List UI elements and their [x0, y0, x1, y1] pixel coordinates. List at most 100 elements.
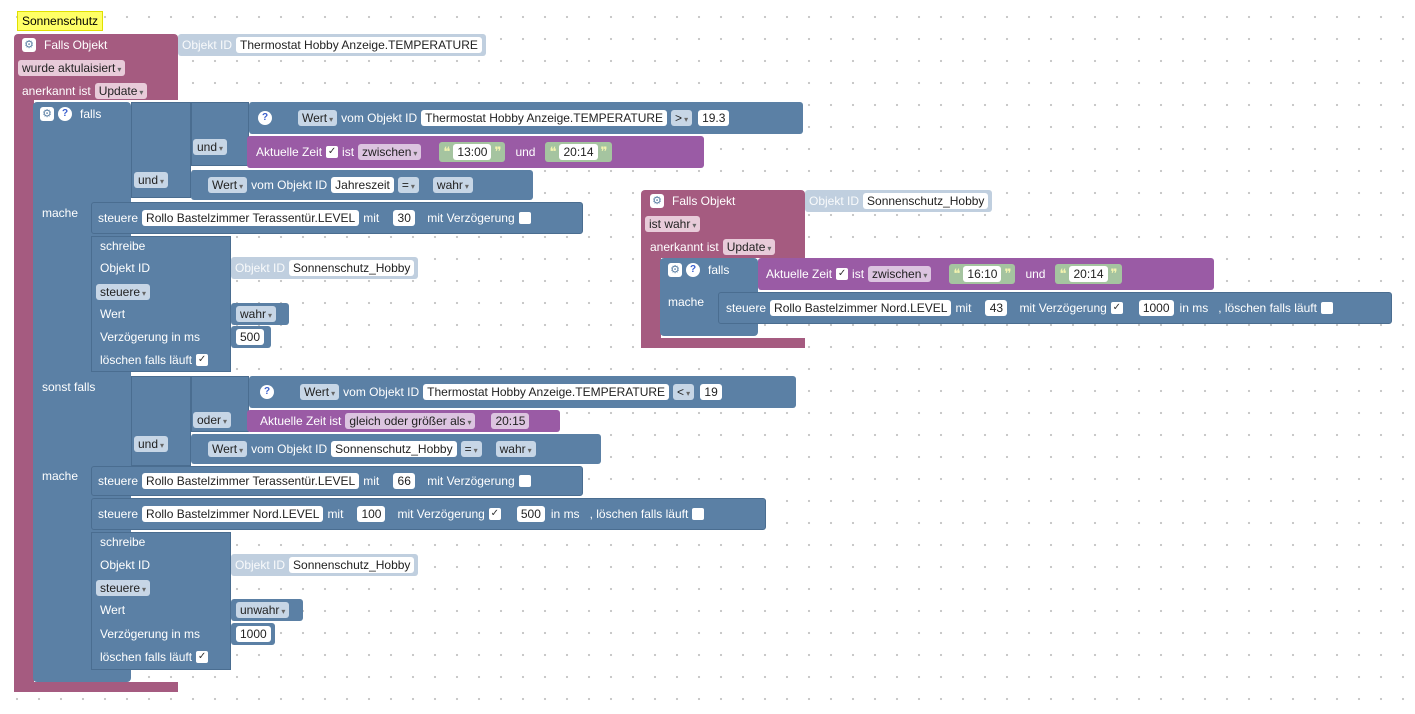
write1-row-delay: Verzögerung in ms: [100, 326, 200, 348]
event-header-row: ⚙ Falls Objekt: [22, 34, 107, 56]
string-block[interactable]: ❝20:14❞: [1055, 264, 1122, 284]
delay-value[interactable]: 1000: [236, 626, 271, 642]
checkbox[interactable]: [518, 475, 531, 487]
number-block[interactable]: 19: [698, 382, 725, 402]
help-icon[interactable]: ?: [686, 263, 700, 277]
write1-row-schreibe: schreibe: [100, 235, 145, 257]
and-dropdown[interactable]: und▾: [134, 436, 169, 452]
object-field[interactable]: Rollo Bastelzimmer Terassentür.LEVEL: [142, 473, 360, 489]
object-field[interactable]: Thermostat Hobby Anzeige.TEMPERATURE: [423, 384, 670, 400]
checkbox[interactable]: ✓: [488, 508, 501, 520]
ctl4-row: steuere Rollo Bastelzimmer Nord.LEVEL mi…: [726, 297, 1333, 319]
number-block[interactable]: 30: [391, 208, 418, 228]
vom-objekt-label: vom Objekt ID: [251, 178, 328, 192]
string-block[interactable]: ❝16:10❞: [949, 264, 1016, 284]
number-block[interactable]: 43: [983, 298, 1010, 318]
objid-label: Objekt ID: [809, 194, 860, 208]
help-icon[interactable]: ?: [260, 385, 274, 399]
checkbox[interactable]: [692, 508, 705, 520]
mode-dropdown[interactable]: steuere▾: [96, 580, 151, 596]
and-dropdown[interactable]: und▾: [193, 139, 228, 155]
trigger-row: wurde aktulaisiert▾: [18, 57, 126, 79]
bool-dropdown[interactable]: wahr▾: [432, 177, 473, 193]
and-dropdown[interactable]: und▾: [134, 172, 169, 188]
trigger-dropdown[interactable]: ist wahr▾: [645, 216, 701, 232]
checkbox[interactable]: [518, 212, 531, 224]
object-field[interactable]: Rollo Bastelzimmer Nord.LEVEL: [142, 506, 324, 522]
objid-block-main[interactable]: Objekt ID Thermostat Hobby Anzeige.TEMPE…: [178, 34, 486, 56]
object-field[interactable]: Rollo Bastelzimmer Nord.LEVEL: [770, 300, 952, 316]
time-mode-dropdown[interactable]: gleich oder größer als▾: [345, 413, 476, 429]
ack-dropdown[interactable]: Update▾: [722, 239, 776, 255]
object-field[interactable]: Sonnenschutz_Hobby: [331, 441, 457, 457]
time-value-field[interactable]: 20:15: [491, 413, 530, 429]
gear-icon[interactable]: ⚙: [22, 38, 36, 52]
objid-value[interactable]: Sonnenschutz_Hobby: [863, 193, 989, 209]
objid-value[interactable]: Sonnenschutz_Hobby: [289, 260, 415, 276]
event-block-second-spine: [641, 256, 661, 348]
time-mode-dropdown[interactable]: zwischen▾: [358, 144, 422, 160]
bool-dropdown[interactable]: unwahr▾: [236, 602, 290, 618]
checkbox[interactable]: ✓: [1110, 302, 1123, 314]
number-block[interactable]: 19.3: [696, 108, 732, 128]
delay-value[interactable]: 500: [236, 329, 265, 345]
ack-dropdown[interactable]: Update▾: [94, 83, 148, 99]
comment-bubble[interactable]: Sonnenschutz: [17, 11, 104, 31]
clear-label: , löschen falls läuft: [589, 507, 689, 521]
cond2-row: Wert▾ vom Objekt ID Jahreszeit =▾ wahr▾: [208, 174, 473, 196]
objid-block-second[interactable]: Objekt ID Sonnenschutz_Hobby: [805, 190, 993, 212]
time-label: Aktuelle Zeit: [766, 267, 833, 281]
operator-dropdown[interactable]: <▾: [673, 384, 695, 400]
wert-dropdown[interactable]: Wert▾: [298, 110, 338, 126]
or-dropdown[interactable]: oder▾: [193, 412, 232, 428]
event-block-main-foot: [14, 682, 178, 692]
time-mode-dropdown[interactable]: zwischen▾: [868, 266, 932, 282]
chevron-down-icon: ▾: [331, 389, 336, 398]
object-field[interactable]: Jahreszeit: [331, 177, 394, 193]
objid-value[interactable]: Sonnenschutz_Hobby: [289, 557, 415, 573]
trigger-dropdown[interactable]: wurde aktulaisiert▾: [18, 60, 126, 76]
gear-icon[interactable]: ⚙: [668, 263, 682, 277]
checkbox[interactable]: ✓: [326, 146, 339, 158]
string-block[interactable]: ❝13:00❞: [439, 142, 506, 162]
object-field[interactable]: Rollo Bastelzimmer Terassentür.LEVEL: [142, 210, 360, 226]
operator-dropdown[interactable]: =▾: [460, 441, 482, 457]
chevron-down-icon: ▾: [223, 417, 228, 426]
write1-delay-value-row: 500: [236, 326, 265, 348]
help-icon[interactable]: ?: [58, 107, 72, 121]
checkbox[interactable]: [1320, 302, 1333, 314]
objid-label: Objekt ID: [235, 261, 286, 275]
write-block-2[interactable]: [91, 532, 231, 670]
logic-and-block-inner[interactable]: [191, 102, 249, 166]
objid-value[interactable]: Thermostat Hobby Anzeige.TEMPERATURE: [236, 37, 482, 53]
string-block[interactable]: ❝20:14❞: [545, 142, 612, 162]
wert-dropdown[interactable]: Wert▾: [208, 177, 248, 193]
object-field[interactable]: Thermostat Hobby Anzeige.TEMPERATURE: [421, 110, 668, 126]
chevron-down-icon: ▾: [239, 182, 244, 191]
operator-dropdown[interactable]: =▾: [397, 177, 419, 193]
time3-row: Aktuelle Zeit ✓ ist zwischen▾ ❝16:10❞ un…: [766, 263, 1122, 285]
objid-label: Objekt ID: [182, 38, 233, 52]
gear-icon[interactable]: ⚙: [650, 194, 664, 208]
number-block[interactable]: 100: [355, 504, 388, 524]
gear-icon[interactable]: ⚙: [40, 107, 54, 121]
number-block[interactable]: 500: [514, 504, 547, 524]
bool-dropdown[interactable]: wahr▾: [236, 306, 277, 322]
write-block-1[interactable]: [91, 236, 231, 372]
help-icon[interactable]: ?: [258, 111, 272, 125]
checkbox[interactable]: ✓: [836, 268, 849, 280]
write2-value-row: unwahr▾: [236, 599, 290, 621]
mode-dropdown[interactable]: steuere▾: [96, 284, 151, 300]
wert-dropdown[interactable]: Wert▾: [208, 441, 248, 457]
write1-row-clear: löschen falls läuft ✓: [100, 349, 209, 371]
objid-block[interactable]: Objekt ID Sonnenschutz_Hobby: [231, 257, 419, 279]
objid-block[interactable]: Objekt ID Sonnenschutz_Hobby: [231, 554, 419, 576]
number-block[interactable]: 66: [391, 471, 418, 491]
checkbox[interactable]: ✓: [196, 354, 209, 366]
number-block[interactable]: 1000: [1136, 298, 1176, 318]
bool-dropdown[interactable]: wahr▾: [495, 441, 536, 457]
write2-row-clear: löschen falls läuft ✓: [100, 646, 209, 668]
wert-dropdown[interactable]: Wert▾: [300, 384, 340, 400]
checkbox[interactable]: ✓: [196, 651, 209, 663]
operator-dropdown[interactable]: >▾: [671, 110, 693, 126]
